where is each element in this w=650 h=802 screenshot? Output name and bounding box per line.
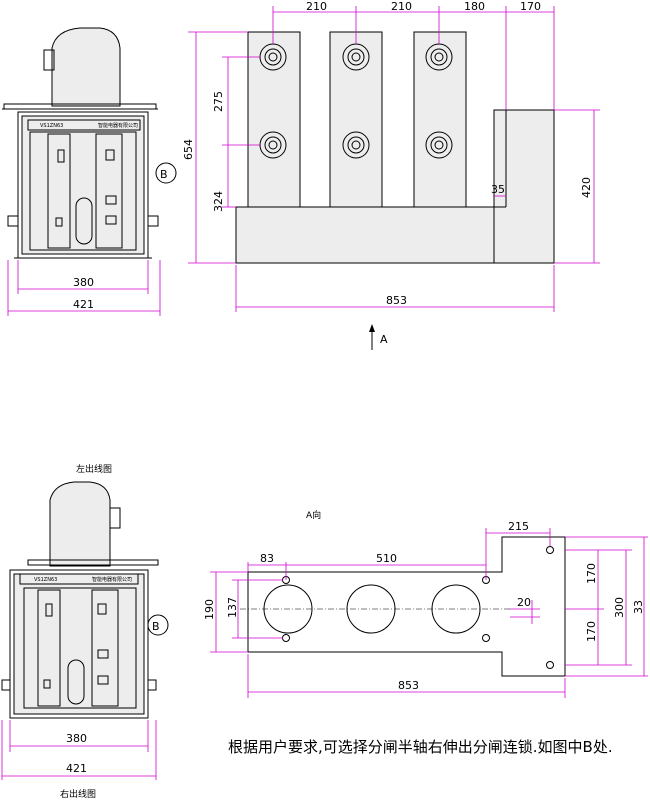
panel-text-left: VS1ZN63 — [40, 123, 63, 129]
dim-170: 170 — [520, 0, 541, 13]
dim-380-bottom: 380 — [66, 732, 87, 745]
callout-b-2: B — [152, 620, 160, 633]
dim-33: 33 — [632, 600, 645, 614]
motor-housing — [51, 27, 121, 107]
view-a: A向 83 510 215 190 137 — [203, 509, 648, 698]
dim-170b: 170 — [585, 621, 598, 642]
dim-420: 420 — [580, 177, 593, 198]
dim-324: 324 — [212, 191, 225, 212]
dim-275: 275 — [212, 91, 225, 112]
right-outlet-title: 右出线图 — [60, 788, 96, 800]
arrow-a-label: A — [380, 333, 388, 346]
dim-20: 20 — [517, 596, 531, 609]
dim-215: 215 — [508, 520, 529, 533]
dim-83: 83 — [260, 552, 274, 565]
dim-300: 300 — [613, 597, 626, 618]
dim-180: 180 — [464, 0, 485, 13]
motor-housing-2 — [49, 481, 111, 567]
handle-slot — [75, 197, 93, 245]
panel-text-right-2: 智能电器有限公司 — [92, 576, 132, 583]
dim-380-top: 380 — [73, 276, 94, 289]
side-view-bottom: 左出线图 VS1ZN63 智能电器有限公司 B 380 421 右出线图 — [1, 463, 169, 800]
view-a-title: A向 — [306, 509, 321, 521]
dim-190: 190 — [203, 599, 216, 620]
panel-text-right: 智能电器有限公司 — [98, 122, 138, 129]
dim-853-top: 853 — [386, 294, 407, 307]
pole-2 — [329, 31, 383, 208]
dim-654: 654 — [182, 139, 195, 160]
pole-1 — [247, 31, 301, 208]
frame-inner — [21, 115, 145, 255]
left-outlet-title: 左出线图 — [76, 463, 112, 475]
motor-plug — [43, 49, 55, 71]
panel-text-left-2: VS1ZN63 — [34, 577, 57, 583]
mechanism-box — [493, 109, 555, 264]
dim-421-bottom: 421 — [66, 762, 87, 775]
front-view: 210 210 180 170 654 275 324 420 35 853 A — [182, 0, 600, 350]
dim-170a: 170 — [585, 563, 598, 584]
callout-b-circle — [155, 162, 177, 184]
dim-210a: 210 — [306, 0, 327, 13]
pole-3 — [413, 31, 467, 208]
callout-b: B — [160, 168, 168, 181]
dim-210b: 210 — [391, 0, 412, 13]
dim-510: 510 — [376, 552, 397, 565]
dim-421-top: 421 — [73, 298, 94, 311]
dim-35: 35 — [491, 183, 505, 196]
footnote: 根据用户要求,可选择分闸半轴右伸出分闸连锁.如图中B处. — [228, 738, 613, 756]
base-block — [235, 206, 495, 264]
dim-137: 137 — [226, 597, 239, 618]
dim-853-bottom: 853 — [398, 679, 419, 692]
nameplate-strip — [27, 119, 141, 131]
frame-outer-2 — [9, 569, 149, 719]
side-view-top: VS1ZN63 智能电器有限公司 B 380 421 — [2, 27, 177, 316]
